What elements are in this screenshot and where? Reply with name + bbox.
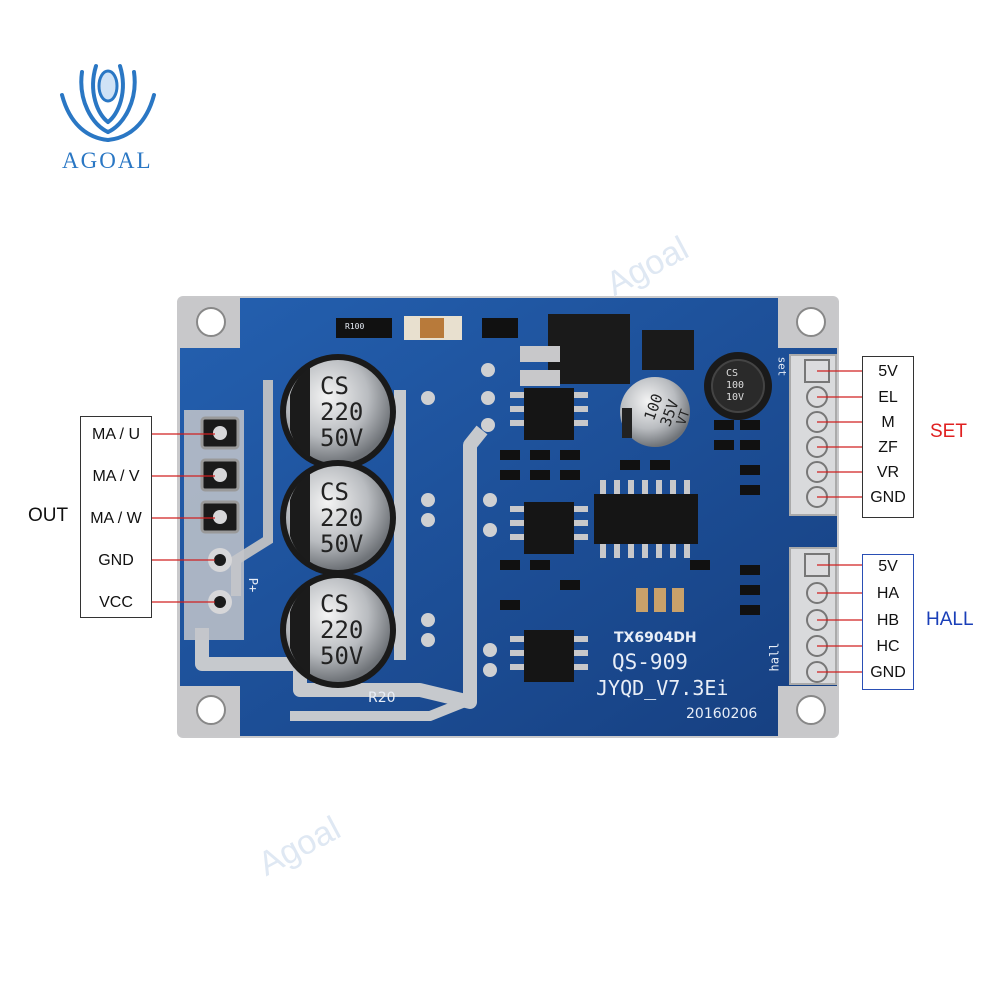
out-title: OUT	[28, 505, 69, 526]
out-pin-label: VCC	[99, 594, 133, 611]
pcb-board	[177, 296, 839, 738]
hall-pin-label: 5V	[878, 558, 898, 575]
out-leader-lines	[151, 433, 215, 603]
small-cap-voltage: 10V	[726, 392, 745, 403]
hall-pin-label: HA	[876, 585, 900, 602]
set-silk: set	[775, 356, 789, 377]
hall-pin-label: HB	[876, 612, 900, 629]
set-pin-label: ZF	[878, 439, 898, 456]
smd-resistor-label: R100	[345, 322, 365, 331]
cap2-voltage: 50V	[320, 530, 364, 558]
cap2-value: 220	[320, 504, 364, 532]
small-cap-brand: CS	[726, 368, 739, 379]
hall-title: HALL	[926, 609, 974, 630]
agoal-logo-icon	[60, 64, 156, 142]
cap2-brand: CS	[320, 478, 349, 506]
hall-pin-label: GND	[870, 664, 906, 681]
small-capacitor	[704, 352, 772, 420]
cap1-brand: CS	[320, 372, 349, 400]
set-leader-lines	[817, 370, 863, 498]
out-pin-label: MA / W	[90, 510, 142, 527]
chip-label: TX6904DH	[614, 630, 697, 646]
cap3-brand: CS	[320, 590, 349, 618]
power-label: P+	[246, 577, 261, 593]
set-pin-label: VR	[876, 464, 900, 481]
resistor-label: R20	[368, 690, 396, 706]
hall-leader-lines	[817, 564, 863, 673]
out-label-box: MA / U MA / V MA / W GND VCC	[80, 416, 152, 618]
set-label-box: 5V EL M ZF VR GND	[862, 356, 914, 518]
hall-pin-label: HC	[876, 638, 900, 655]
big-capacitor-2	[280, 460, 396, 576]
big-capacitor-1	[280, 354, 396, 470]
set-pin-label: GND	[870, 489, 906, 506]
model-label: QS-909	[612, 650, 688, 674]
set-pin-label: 5V	[878, 363, 898, 380]
middle-capacitor	[620, 377, 690, 447]
cap3-value: 220	[320, 616, 364, 644]
set-pin-label: EL	[878, 389, 898, 406]
hall-label-box: 5V HA HB HC GND	[862, 554, 914, 690]
date-label: 20160206	[686, 706, 758, 722]
cap1-value: 220	[320, 398, 364, 426]
version-label: JYQD_V7.3Ei	[596, 676, 729, 700]
set-pin-label: M	[881, 414, 895, 431]
out-pin-label: GND	[98, 552, 134, 569]
set-title: SET	[930, 421, 967, 442]
out-pin-label: MA / V	[92, 468, 140, 485]
cap1-voltage: 50V	[320, 424, 364, 452]
logo-text: AGOAL	[62, 148, 153, 173]
small-cap-value: 100	[726, 380, 745, 391]
big-capacitor-3	[280, 572, 396, 688]
out-pin-label: MA / U	[91, 426, 140, 443]
cap3-voltage: 50V	[320, 642, 364, 670]
hall-silk: hall	[767, 642, 782, 672]
